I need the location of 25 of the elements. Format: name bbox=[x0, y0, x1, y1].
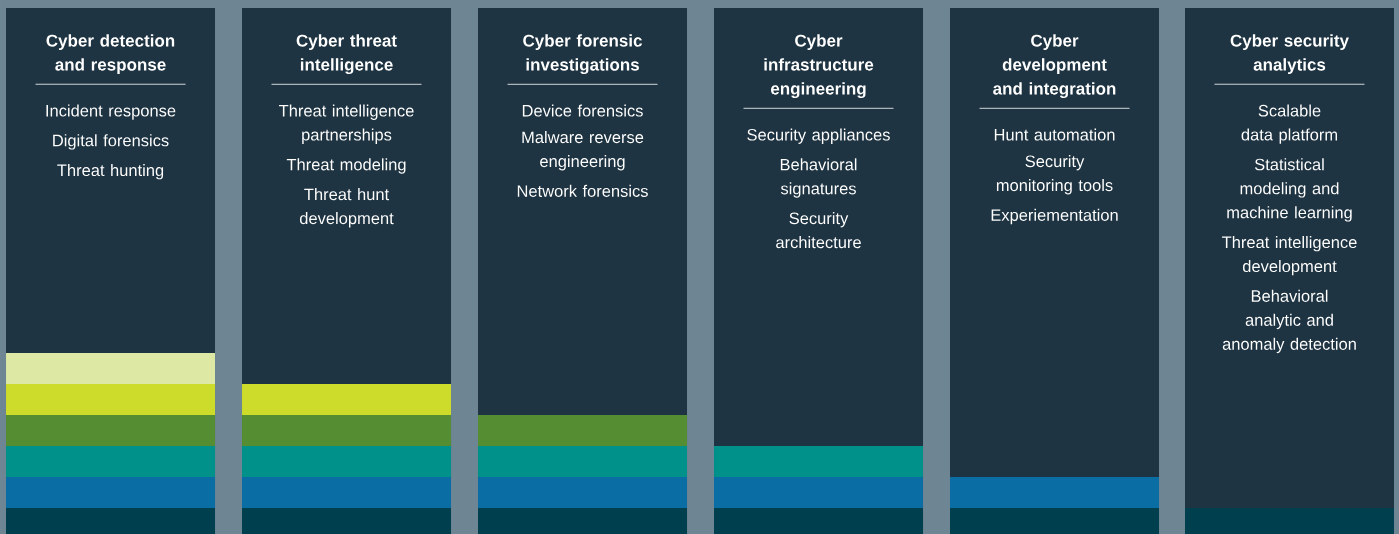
list-item: Threat intelligence development bbox=[1222, 236, 1357, 276]
list-item: Device forensics bbox=[522, 104, 643, 117]
list-item: Security architecture bbox=[776, 212, 861, 249]
column-heading: Cyber threat intelligence bbox=[296, 34, 397, 75]
list-item: Malware reverse engineering bbox=[522, 131, 644, 171]
list-item: Threat modeling bbox=[286, 158, 406, 174]
list-item: Security monitoring tools bbox=[996, 155, 1113, 195]
list-item: Hunt automation bbox=[994, 128, 1115, 141]
column-heading: Cyber infrastructure engineering bbox=[764, 34, 874, 99]
list-item: Incident response bbox=[46, 104, 176, 120]
list-item: Statistical modeling and machine learning bbox=[1227, 158, 1352, 222]
column-heading: Cyber development and integration bbox=[993, 34, 1116, 99]
column-heading: Cyber forensic investigations bbox=[523, 34, 642, 75]
list-item: Experiementation bbox=[991, 208, 1118, 225]
list-item: Digital forensics bbox=[53, 134, 169, 150]
list-item: Threat intelligence partnerships bbox=[279, 104, 414, 144]
list-item: Security appliances bbox=[747, 128, 890, 144]
list-item: Network forensics bbox=[517, 184, 648, 197]
column-heading: Cyber detection and response bbox=[46, 34, 175, 75]
list-item: Threat hunting bbox=[57, 164, 164, 180]
list-item: Threat hunt development bbox=[299, 188, 394, 228]
list-item: Behavioral analytic and anomaly detection bbox=[1222, 289, 1356, 354]
column-heading: Cyber security analytics bbox=[1230, 34, 1349, 75]
list-item: Behavioral signatures bbox=[780, 158, 857, 198]
list-item: Scalable data platform bbox=[1241, 104, 1337, 144]
